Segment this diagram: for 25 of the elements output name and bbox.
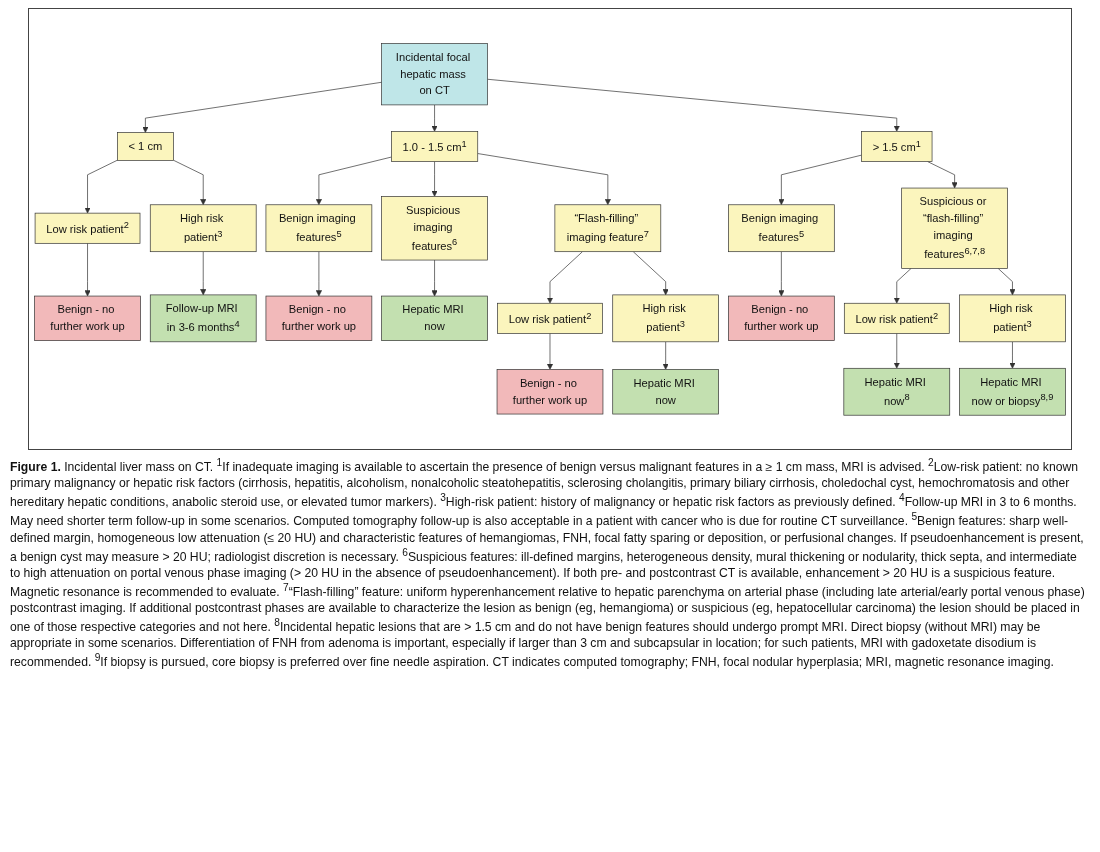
node-box: Benign - no further work up bbox=[34, 295, 141, 341]
node-box: Suspicious or “flash-filling” imaging features$^{6,7,8}$ bbox=[901, 187, 1008, 269]
node-box: Hepatic MRI now bbox=[381, 295, 488, 341]
node-box: Benign imaging features$^{5}$ bbox=[728, 204, 835, 252]
node-box: Benign - no further work up bbox=[265, 295, 373, 341]
node-box: High risk patient$^{3}$ bbox=[149, 204, 257, 252]
node-box: High risk patient$^{3}$ bbox=[959, 294, 1066, 342]
figure-caption: Figure 1. Incidental liver mass on CT. $^{1}$If inadequate imaging is available to ascertain the presence of benign versus malignant features in a ≥ 1 cm mass, MRI is advised. $^{2}$Low-risk patient: no known primary malignancy or hepatic risk factors (cirrhosis, hepatitis, alcoholism, nonalcoholic steatohepatitis, sclerosing cholangitis, primary biliary cirrhosis, choledochal cyst, hemochromatosis and other hereditary hepatic conditions, anabolic steroid use, or elevated tumor markers). $^{3}$High-risk patient: history of malignancy or hepatic risk factors as previously defined. $^{4}$Follow-up MRI in 3 to 6 months. May need shorter term follow-up in some scenarios. Computed tomography follow-up is also acceptable in a patient with cancer who is due for routine CT surveillance. $^{5}$Benign features: sharp well-defined margin, homogeneous low attenuation (≤ 20 HU) and characteristic features of hemangiomas, FNH, focal fatty sparing or deposition, or perfusional changes. If pseudoenhancement is present, a benign cyst may measure > 20 HU; radiologist discretion is necessary. $^{6}$Suspicious features: ill-defined margins, heterogeneous density, mural thickening or nodularity, thick septa, and intermediate to high attenuation on portal venous phase imaging (> 20 HU in the absence of pseudoenhancement). If both pre- and postcontrast CT is available, enhancement > 20 HU is a suspicious feature. Magnetic resonance is recommended to evaluate. $^{7}$“Flash-filling” feature: uniform hyperenhancement relative to hepatic parenchyma on arterial phase (including late arterial/early portal venous phase) postcontrast imaging. If additional postcontrast phases are available to characterize the lesion as benign (eg, hemangioma) or suspicious (eg, hepatocellular carcinoma) the lesion should be placed in one of those respective categories and not here. $^{8}$Incidental hepatic lesions that are > 1.5 cm and do not have benign features should undergo prompt MRI. Direct biopsy (without MRI) may be appropriate in some scenarios. Differentiation of FNH from adenoma is important, especially if larger than 3 cm and subcapsular in location; for such patients, MRI with gadoxetate disodium is recommended. $^{9}$If biopsy is pursued, core biopsy is preferred over fine needle aspiration. CT indicates computed tomography; FNH, focal nodular hyperplasia; MRI, magnetic resonance imaging. bbox=[10, 456, 1086, 671]
node-box: Benign - no further work up bbox=[496, 368, 604, 414]
node-box: Low risk patient$^{2}$ bbox=[34, 212, 141, 244]
node-box: Benign imaging features$^{5}$ bbox=[265, 204, 373, 252]
node-box: 1.0 - 1.5 cm$^{1}$ bbox=[391, 130, 479, 162]
node-box: Low risk patient$^{2}$ bbox=[497, 302, 603, 334]
node-box: High risk patient$^{3}$ bbox=[612, 294, 719, 342]
node-box: Benign - no further work up bbox=[728, 295, 835, 341]
node-box: Low risk patient$^{2}$ bbox=[843, 302, 950, 334]
node-box: < 1 cm bbox=[117, 131, 174, 161]
node-box: Hepatic MRI now$^{8}$ bbox=[843, 367, 951, 416]
node-box: Hepatic MRI now bbox=[612, 368, 719, 414]
node-box: Suspicious imaging features$^{6}$ bbox=[381, 195, 488, 260]
node-box: “Flash-filling” imaging feature$^{7}$ bbox=[554, 204, 662, 252]
node-box: Incidental focal hepatic mass on CT bbox=[381, 42, 488, 105]
node-box: Follow-up MRI in 3-6 months$^{4}$ bbox=[149, 294, 257, 342]
node-box: > 1.5 cm$^{1}$ bbox=[861, 130, 933, 162]
node-box: Hepatic MRI now or biopsy$^{8,9}$ bbox=[959, 367, 1066, 416]
